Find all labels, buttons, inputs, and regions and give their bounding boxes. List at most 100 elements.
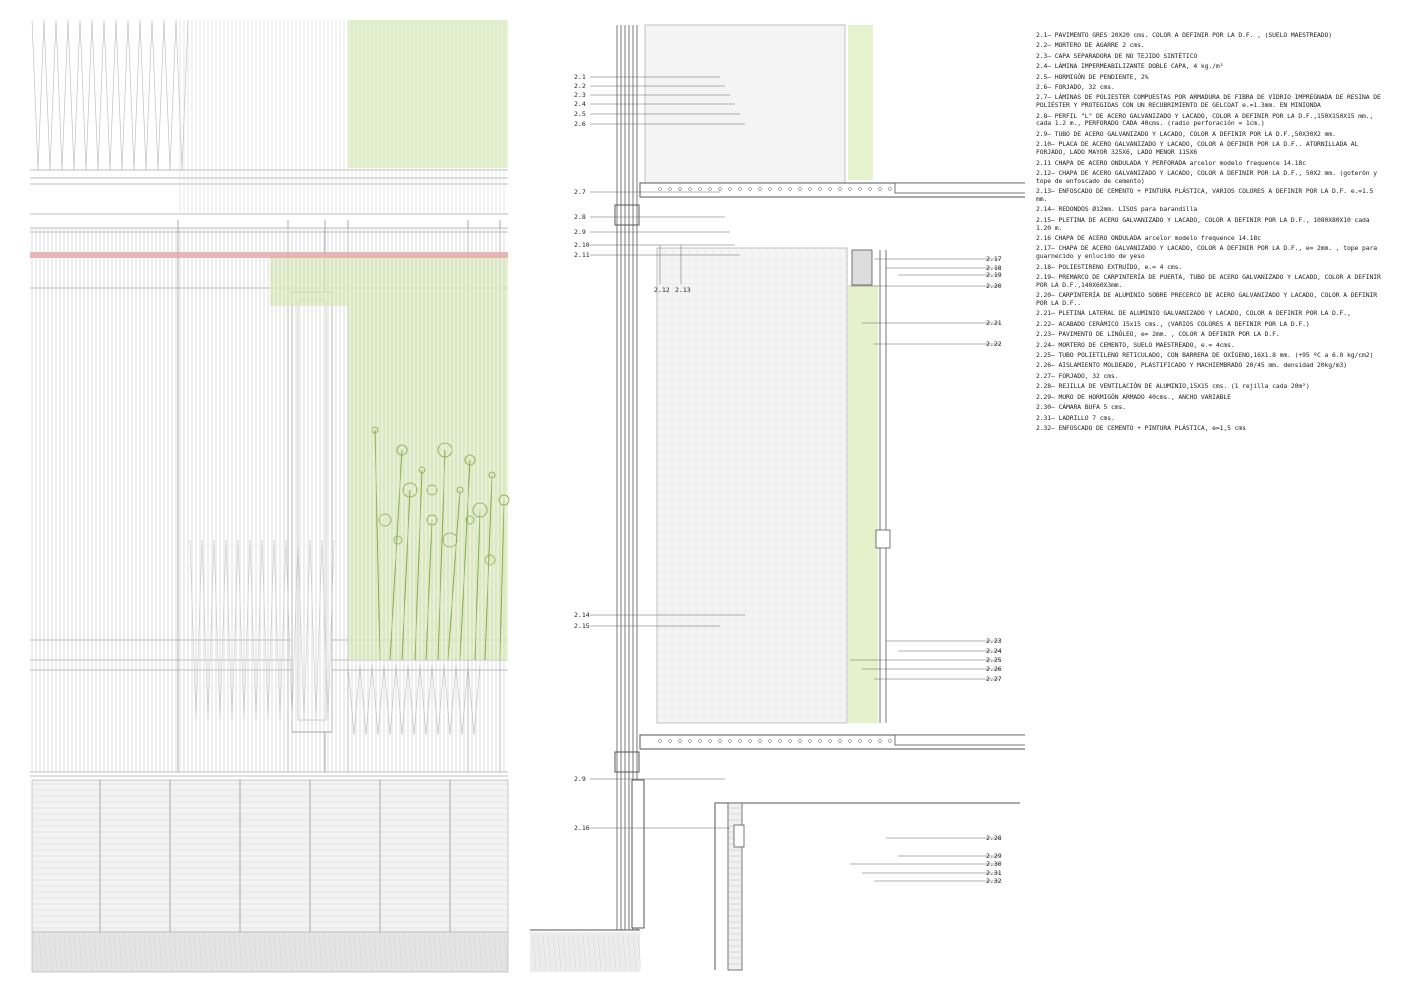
callout: 2.15	[574, 622, 720, 630]
callout-label: 2.25	[986, 656, 1002, 664]
ground-hatch-line	[73, 933, 78, 971]
ground-hatch-line	[33, 933, 38, 971]
callout: 2.6	[574, 120, 745, 128]
ground-hatch-line	[218, 933, 223, 971]
callout: 2.1	[574, 73, 720, 81]
ground-hatch-line	[473, 933, 478, 971]
slab-pattern	[658, 739, 662, 743]
ground-hatch-line	[602, 934, 607, 971]
ground-hatch-line	[448, 933, 453, 971]
ground-hatch-line	[483, 933, 488, 971]
ground-hatch-line	[118, 933, 123, 971]
slab-pattern	[698, 187, 702, 191]
slab-pattern	[788, 739, 792, 743]
callout: 2.3	[574, 91, 730, 99]
facade-elevation-drawing	[30, 20, 510, 973]
ground-hatch-line	[123, 933, 128, 971]
legend-entry: 2.7– LÁMINAS DE POLIESTER COMPUESTAS POR…	[1036, 93, 1381, 110]
callout-label: 2.5	[574, 110, 586, 118]
slab-pattern	[828, 187, 832, 191]
ground-hatch-line	[168, 933, 173, 971]
callout: 2.5	[574, 110, 740, 118]
ground-hatch-line	[113, 933, 118, 971]
callout: 2.13	[675, 245, 691, 294]
legend-entry: 2.26– AISLAMIENTO MOLDEADO, PLASTIFICADO…	[1036, 361, 1348, 370]
callout-label: 2.9	[574, 775, 586, 783]
ground-hatch-line	[463, 933, 468, 971]
callout: 2.32	[874, 877, 1002, 885]
slab-pattern	[888, 187, 892, 191]
callout-label: 2.10	[574, 241, 590, 249]
callout: 2.29	[898, 852, 1002, 860]
slab-pattern	[878, 739, 882, 743]
steel-bracket	[614, 751, 640, 773]
slab-pattern	[808, 187, 812, 191]
slab-pattern	[668, 187, 672, 191]
callout: 2.27	[874, 675, 1002, 683]
legend-entry: 2.6– FORJADO, 32 cms.	[1036, 83, 1115, 92]
ground-hatch-line	[572, 934, 577, 971]
ground-hatch-line	[143, 933, 148, 971]
ground-hatch-line	[188, 933, 193, 971]
ground-hatch-line	[348, 933, 353, 971]
ground-hatch-line	[48, 933, 53, 971]
ground-hatch-line	[248, 933, 253, 971]
slab-pattern	[848, 739, 852, 743]
callout-label: 2.24	[986, 647, 1002, 655]
zigzag-pattern	[31, 20, 189, 171]
ground-hatch-line	[83, 933, 88, 971]
ground-hatch-line	[193, 933, 198, 971]
callout-label: 2.22	[986, 340, 1002, 348]
legend-entry: 2.11 CHAPA DE ACERO ONDULADA Y PERFORADA…	[1036, 158, 1306, 167]
ground-hatch-line	[253, 933, 258, 971]
ground-hatch-line	[293, 933, 298, 971]
ground-hatch-line	[587, 934, 592, 971]
slab-pattern	[768, 187, 772, 191]
slab-pattern	[858, 187, 862, 191]
plant-seedhead	[402, 482, 418, 498]
ground-fill	[530, 932, 640, 972]
legend-entry: 2.24– MORTERO DE CEMENTO, SUELO MAESTREA…	[1036, 340, 1235, 349]
slab-pattern	[718, 739, 722, 743]
slab-pattern	[668, 739, 672, 743]
callout-label: 2.29	[986, 852, 1002, 860]
legend-entry: 2.17– CHAPA DE ACERO GALVANIZADO Y LACAD…	[1036, 244, 1378, 261]
ground-hatch-line	[537, 934, 542, 971]
ground-hatch-line	[353, 933, 358, 971]
slab-pattern	[798, 187, 802, 191]
slab-pattern	[708, 187, 712, 191]
legend-entry: 2.8– PERFIL "L" DE ACERO GALVANIZADO Y L…	[1036, 111, 1374, 128]
callout: 2.21	[862, 319, 1002, 327]
slab-pattern	[788, 187, 792, 191]
ground-hatch-line	[258, 933, 263, 971]
ground-hatch-line	[198, 933, 203, 971]
ground-hatch-line	[128, 933, 133, 971]
callout-label: 2.3	[574, 91, 586, 99]
legend-entry: 2.21– PLETINA LATERAL DE ALUMINIO GALVAN…	[1036, 309, 1351, 318]
ground-hatch-line	[318, 933, 323, 971]
slab-pattern	[678, 187, 682, 191]
plant-seedhead	[464, 454, 476, 466]
callout-label: 2.12	[654, 286, 670, 294]
callout: 2.31	[862, 869, 1002, 877]
callout: 2.18	[886, 264, 1002, 272]
ground-hatch-line	[183, 933, 188, 971]
ground-hatch-line	[88, 933, 93, 971]
plant-seedhead	[418, 466, 426, 474]
legend-entry: 2.19– PREMARCO DE CARPINTERÍA DE PUERTA,…	[1036, 273, 1381, 289]
slab-pattern	[838, 187, 842, 191]
ground-hatch-line	[597, 934, 602, 971]
zigzag-pattern	[347, 664, 481, 736]
plant-seedhead	[378, 513, 392, 527]
legend-entry: 2.27– FORJADO, 32 cms.	[1036, 371, 1119, 380]
ground-hatch-line	[592, 934, 597, 971]
ground-hatch-line	[38, 933, 43, 971]
ground-hatch-line	[133, 933, 138, 971]
middle-insulation	[848, 285, 878, 723]
ground-hatch-line	[632, 934, 637, 971]
plant-stem	[425, 519, 433, 661]
ground-hatch-line	[478, 933, 483, 971]
callout: 2.4	[574, 100, 735, 108]
floor-finish	[894, 182, 1025, 194]
ground-hatch-line	[617, 934, 622, 971]
